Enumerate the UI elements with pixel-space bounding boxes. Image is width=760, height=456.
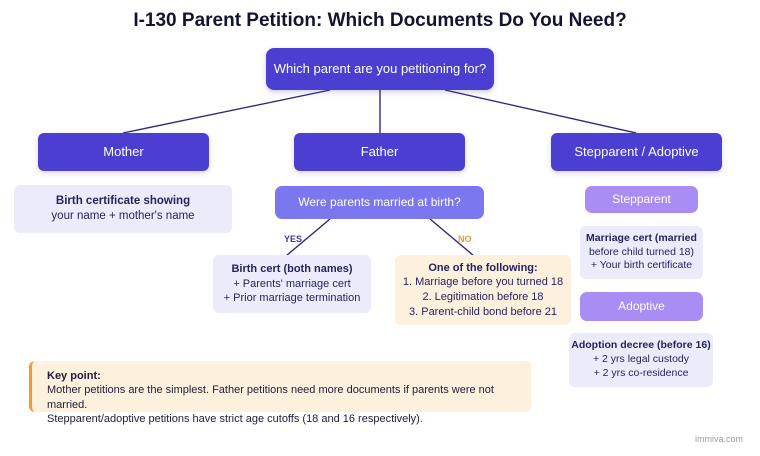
stepparent-line3: + Your birth certificate — [590, 259, 693, 272]
father-question: Were parents married at birth? — [275, 186, 484, 219]
mother-doc-line2: your name + mother's name — [51, 210, 195, 222]
no-documents: One of the following: 1. Marriage before… — [395, 255, 571, 325]
stepparent-label-box: Stepparent — [585, 186, 698, 213]
branch-mother-label: Mother — [103, 144, 144, 160]
adoptive-documents: Adoption decree (before 16) + 2 yrs lega… — [569, 333, 713, 387]
stepparent-line1: Marriage cert (married — [586, 231, 697, 244]
root-question-text: Which parent are you petitioning for? — [273, 61, 487, 77]
adoptive-label: Adoptive — [618, 298, 665, 313]
root-question: Which parent are you petitioning for? — [266, 48, 494, 90]
yes-doc-line1: Birth cert (both names) — [231, 263, 353, 276]
adoptive-line3: + 2 yrs co-residence — [593, 366, 689, 379]
no-doc-line2: 1. Marriage before you turned 18 — [402, 276, 564, 289]
stepparent-documents: Marriage cert (married before child turn… — [580, 226, 703, 279]
page-title: I-130 Parent Petition: Which Documents D… — [133, 10, 627, 31]
yes-doc-line2: + Parents' marriage cert — [233, 277, 351, 290]
adoptive-line2: + 2 yrs legal custody — [592, 353, 689, 366]
yes-documents: Birth cert (both names) + Parents' marri… — [213, 255, 371, 313]
mother-doc-line1: Birth certificate showing — [55, 194, 191, 207]
adoptive-line1: Adoption decree (before 16) — [571, 339, 711, 352]
no-doc-line3: 2. Legitimation before 18 — [422, 291, 544, 303]
stepparent-label: Stepparent — [612, 191, 671, 206]
stepparent-line2: before child turned 18) — [588, 245, 695, 258]
key-point-callout: Key point: Mother petitions are the simp… — [29, 361, 531, 425]
adoptive-label-box: Adoptive — [580, 292, 703, 321]
yes-doc-line3: + Prior marriage termination — [223, 292, 361, 305]
mother-documents: Birth certificate showing your name + mo… — [14, 185, 232, 233]
branch-step-label: Stepparent / Adoptive — [574, 144, 699, 160]
key-point-line2: Stepparent/adoptive petitions have stric… — [47, 412, 423, 425]
branch-father: Father — [294, 133, 465, 171]
connector-no — [429, 218, 481, 262]
branch-father-label: Father — [360, 144, 399, 160]
connector-root-step — [444, 89, 637, 134]
key-point-title: Key point: — [47, 370, 101, 382]
no-label: NO — [458, 234, 472, 244]
father-question-text: Were parents married at birth? — [298, 194, 461, 209]
branch-mother: Mother — [38, 133, 209, 171]
branch-stepparent-adoptive: Stepparent / Adoptive — [551, 133, 722, 171]
connector-yes — [279, 218, 331, 262]
no-doc-line1: One of the following: — [428, 261, 538, 274]
connector-root-mother — [122, 89, 331, 134]
footer-brand: immiva.com — [695, 434, 744, 444]
yes-label: YES — [284, 234, 303, 244]
key-point-line1: Mother petitions are the simplest. Fathe… — [47, 384, 494, 411]
no-doc-line4: 3. Parent-child bond before 21 — [409, 305, 557, 318]
